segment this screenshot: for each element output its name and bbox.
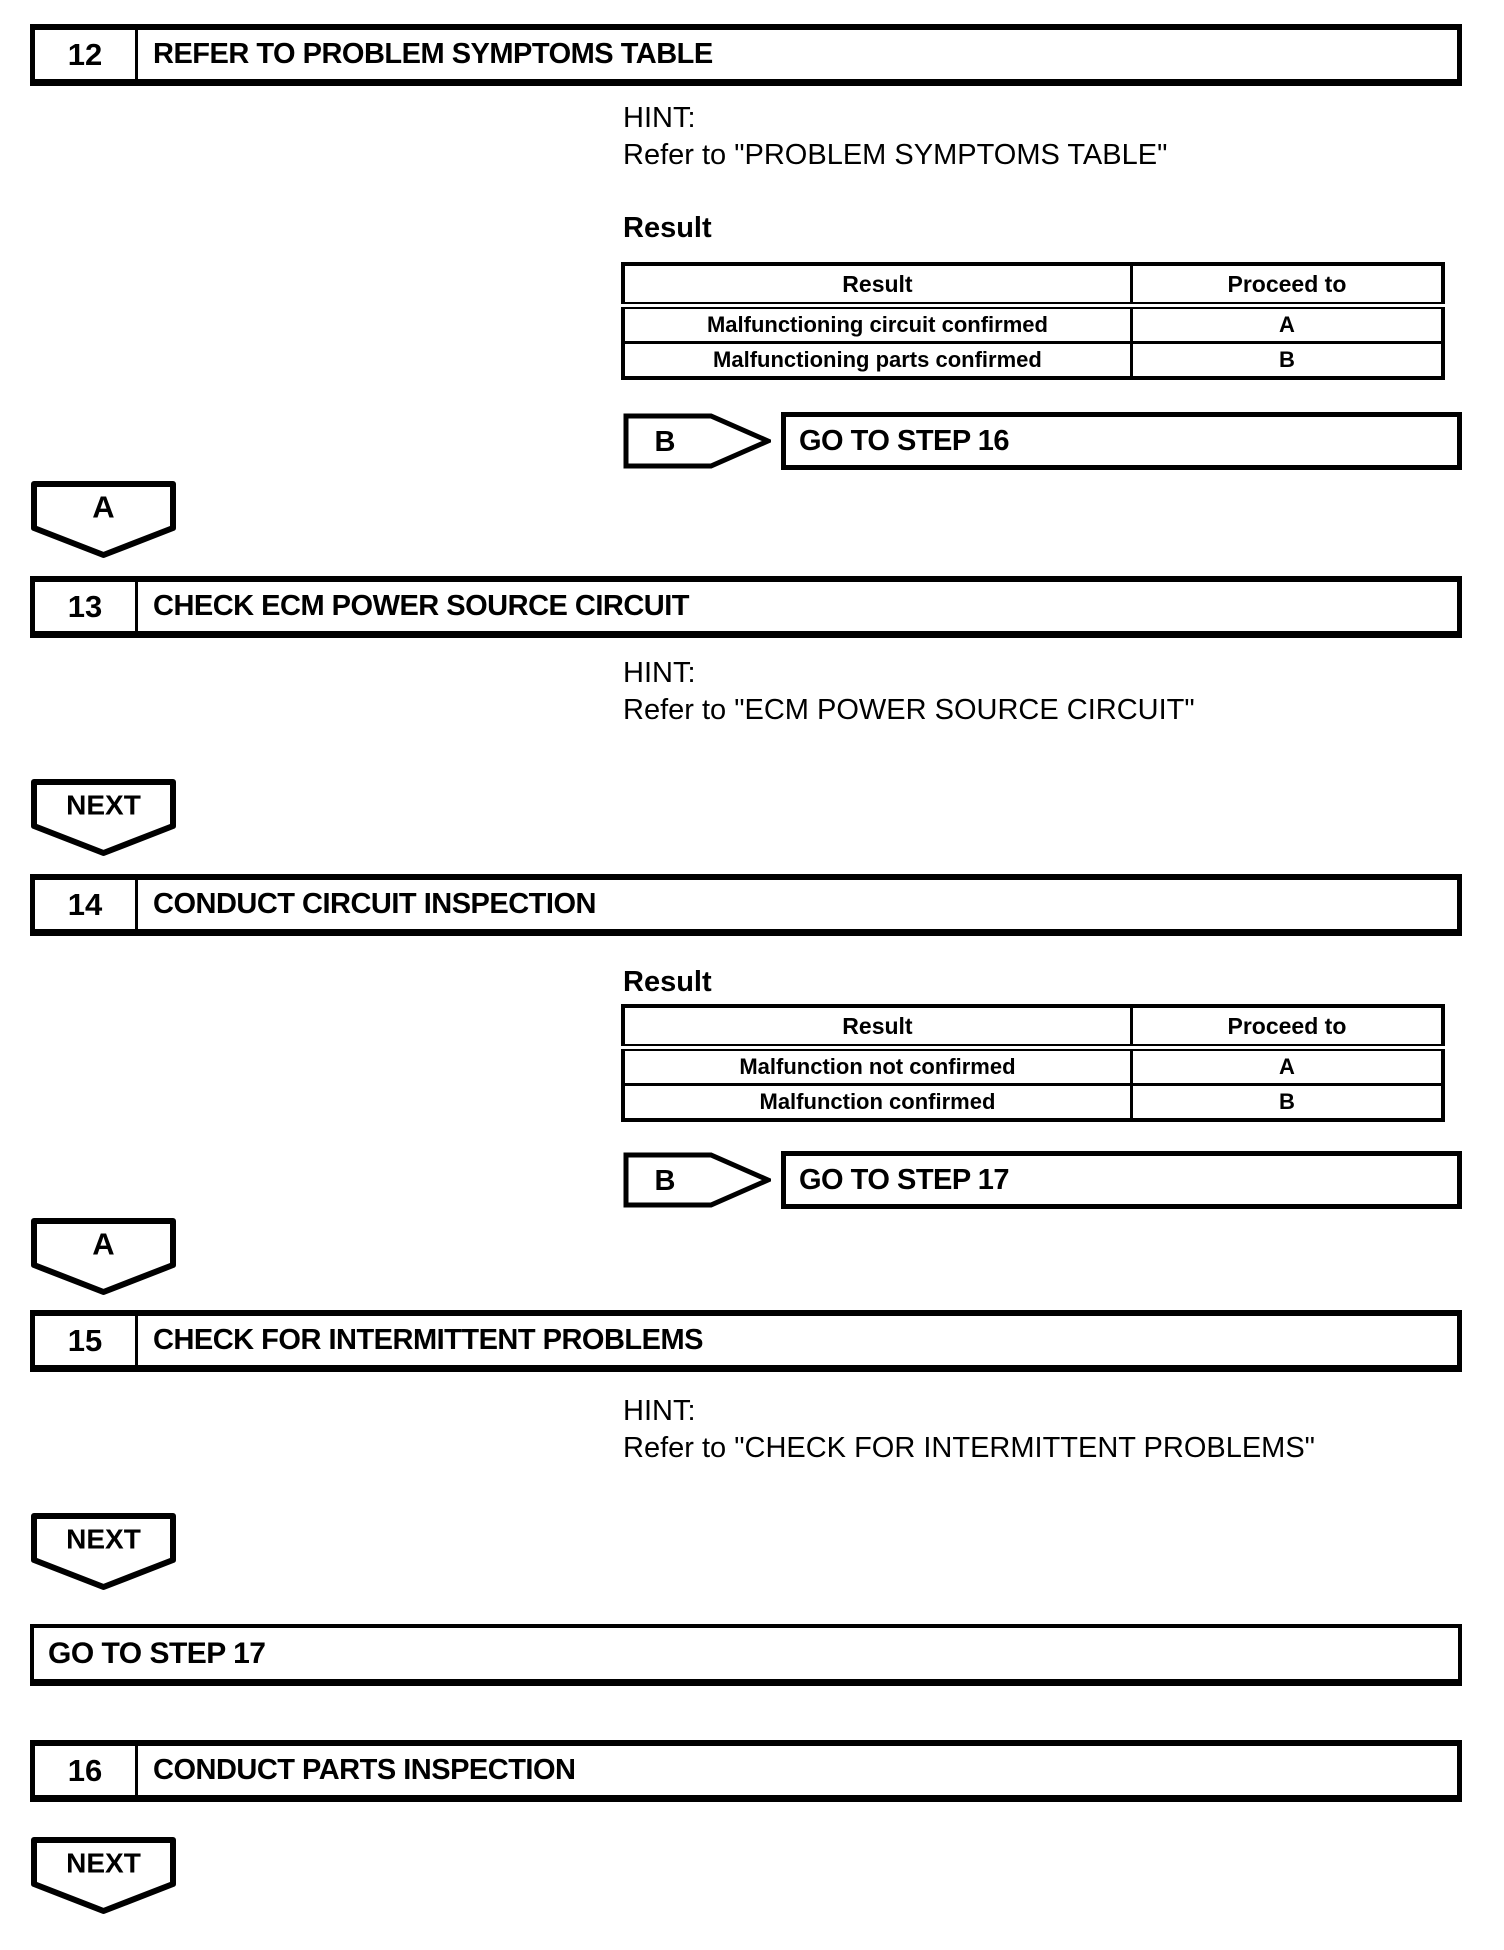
- hint-block: HINT: Refer to "PROBLEM SYMPTOMS TABLE": [623, 100, 1167, 174]
- hint-label: HINT:: [623, 657, 696, 689]
- table-row: Malfunction confirmed B: [621, 1083, 1445, 1122]
- proceed-cell: B: [1129, 1083, 1445, 1122]
- result-heading: Result: [623, 966, 712, 998]
- pentagon-shape: [31, 481, 176, 558]
- step-title: CONDUCT CIRCUIT INSPECTION: [153, 888, 596, 920]
- result-heading: Result: [623, 212, 712, 244]
- step-title: REFER TO PROBLEM SYMPTOMS TABLE: [153, 38, 713, 70]
- branch-b-connector: B: [623, 413, 771, 469]
- step-title: CHECK ECM POWER SOURCE CIRCUIT: [153, 590, 690, 622]
- hint-label: HINT:: [623, 102, 696, 134]
- proceed-cell: B: [1129, 341, 1445, 380]
- connector-label: A: [92, 490, 114, 525]
- branch-arrow-shape: [623, 413, 771, 469]
- proceed-cell: A: [1129, 304, 1445, 344]
- step-number: 13: [35, 582, 138, 631]
- step-number: 16: [35, 1746, 138, 1795]
- hint-label: HINT:: [623, 1395, 696, 1427]
- table-header-row: Result Proceed to: [621, 1004, 1445, 1051]
- proceed-cell: A: [1129, 1046, 1445, 1086]
- connector-label: A: [92, 1227, 114, 1262]
- pentagon-shape: [31, 1837, 176, 1914]
- proceed-to-column-header: Proceed to: [1129, 1004, 1445, 1051]
- step-14-header: 14 CONDUCT CIRCUIT INSPECTION: [30, 874, 1462, 936]
- hint-block: HINT: Refer to "ECM POWER SOURCE CIRCUIT…: [623, 655, 1195, 729]
- goto-step-box: GO TO STEP 16: [781, 412, 1462, 470]
- branch-label: B: [655, 1165, 676, 1197]
- table-header-row: Result Proceed to: [621, 262, 1445, 309]
- branch-b-connector: B: [623, 1152, 771, 1208]
- connector-a: A: [31, 481, 176, 558]
- step-15-header: 15 CHECK FOR INTERMITTENT PROBLEMS: [30, 1310, 1462, 1372]
- table-row: Malfunctioning parts confirmed B: [621, 341, 1445, 380]
- result-cell: Malfunctioning circuit confirmed: [621, 304, 1133, 344]
- pentagon-shape: [31, 1513, 176, 1590]
- hint-reference-text: Refer to "CHECK FOR INTERMITTENT PROBLEM…: [623, 1432, 1315, 1464]
- pentagon-shape: [31, 779, 176, 856]
- result-cell: Malfunction confirmed: [621, 1083, 1133, 1122]
- step-13-header: 13 CHECK ECM POWER SOURCE CIRCUIT: [30, 576, 1462, 638]
- hint-block: HINT: Refer to "CHECK FOR INTERMITTENT P…: [623, 1393, 1315, 1467]
- connector-label: NEXT: [66, 1524, 141, 1555]
- result-table: Result Proceed to Malfunctioning circuit…: [621, 262, 1445, 380]
- result-column-header: Result: [621, 262, 1133, 309]
- proceed-to-column-header: Proceed to: [1129, 262, 1445, 309]
- result-column-header: Result: [621, 1004, 1133, 1051]
- connector-label: NEXT: [66, 790, 141, 821]
- connector-next: NEXT: [31, 1513, 176, 1590]
- connector-next: NEXT: [31, 1837, 176, 1914]
- hint-reference-text: Refer to "ECM POWER SOURCE CIRCUIT": [623, 694, 1195, 726]
- connector-label: NEXT: [66, 1848, 141, 1879]
- step-number: 12: [35, 30, 138, 79]
- result-cell: Malfunction not confirmed: [621, 1046, 1133, 1086]
- result-table: Result Proceed to Malfunction not confir…: [621, 1004, 1445, 1122]
- step-title: CHECK FOR INTERMITTENT PROBLEMS: [153, 1324, 704, 1356]
- result-cell: Malfunctioning parts confirmed: [621, 341, 1133, 380]
- step-16-header: 16 CONDUCT PARTS INSPECTION: [30, 1740, 1462, 1802]
- branch-label: B: [655, 426, 676, 458]
- branch-arrow-shape: [623, 1152, 771, 1208]
- step-number: 14: [35, 880, 138, 929]
- connector-a: A: [31, 1218, 176, 1295]
- goto-step-17-box: GO TO STEP 17: [30, 1624, 1462, 1686]
- connector-next: NEXT: [31, 779, 176, 856]
- goto-step-box: GO TO STEP 17: [781, 1151, 1462, 1209]
- hint-reference-text: Refer to "PROBLEM SYMPTOMS TABLE": [623, 139, 1168, 171]
- step-title: CONDUCT PARTS INSPECTION: [153, 1754, 576, 1786]
- table-row: Malfunctioning circuit confirmed A: [621, 304, 1445, 344]
- step-12-header: 12 REFER TO PROBLEM SYMPTOMS TABLE: [30, 24, 1462, 86]
- pentagon-shape: [31, 1218, 176, 1295]
- table-row: Malfunction not confirmed A: [621, 1046, 1445, 1086]
- step-number: 15: [35, 1316, 138, 1365]
